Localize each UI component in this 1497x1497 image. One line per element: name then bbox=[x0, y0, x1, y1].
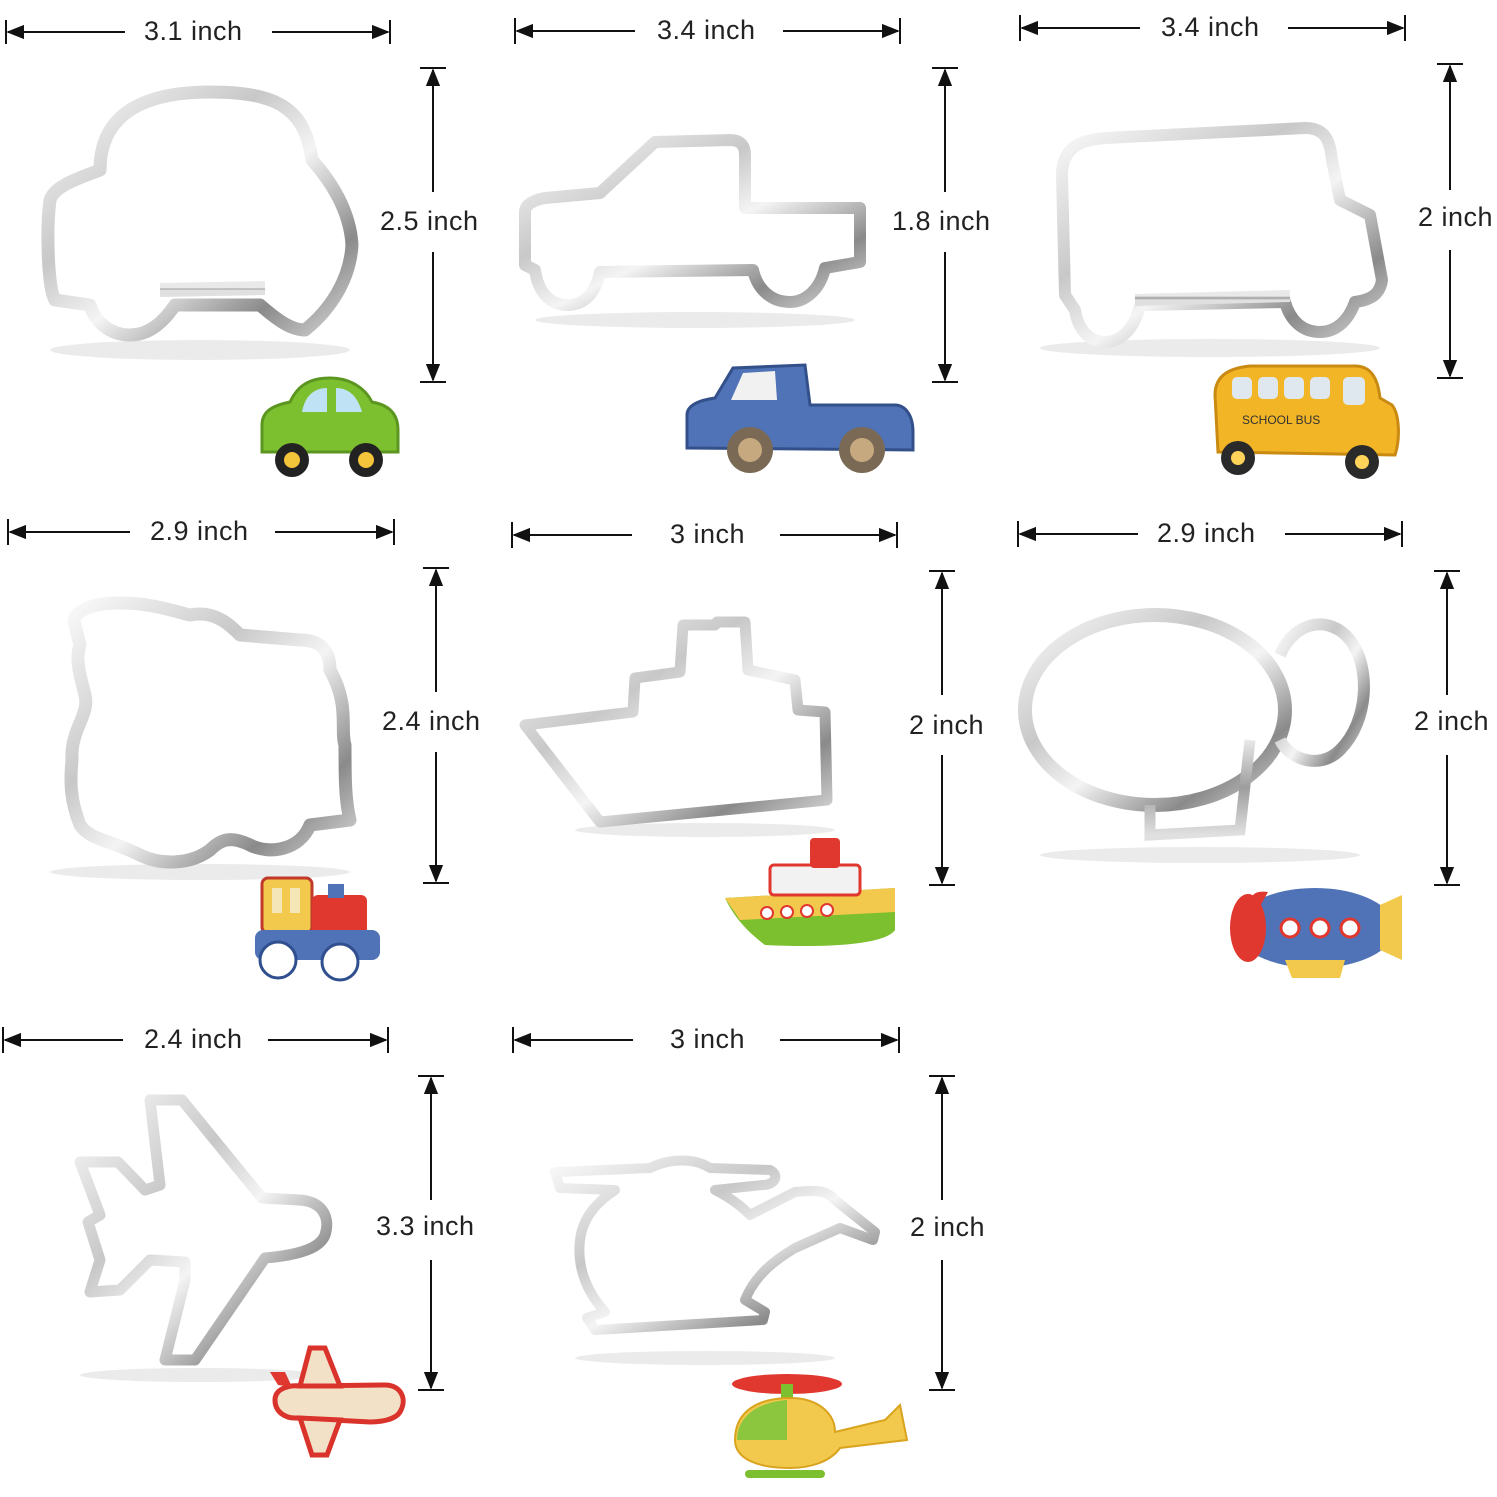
cutter-item-airplane: 2.4 inch 3.3 inch bbox=[0, 1000, 500, 1497]
height-label: 2.5 inch bbox=[380, 206, 479, 236]
height-dimension-line bbox=[423, 567, 449, 884]
height-label: 1.8 inch bbox=[892, 206, 991, 236]
height-dimension-line bbox=[929, 1075, 955, 1391]
height-dimension-line bbox=[929, 570, 955, 886]
ship-cookie-cutter bbox=[519, 616, 835, 837]
height-label: 2 inch bbox=[909, 710, 985, 740]
height-dimension-line bbox=[1434, 570, 1460, 886]
width-label: 3.4 inch bbox=[657, 15, 756, 45]
train-cookie-icon bbox=[255, 876, 380, 982]
bus-cookie-cutter bbox=[1040, 122, 1388, 357]
pickup-truck-cookie-cutter bbox=[519, 134, 866, 328]
school-bus-text: SCHOOL BUS bbox=[1242, 413, 1320, 427]
cutter-item-train: 2.9 inch 2.4 inch bbox=[0, 500, 500, 1000]
cutter-item-pickup-truck: 3.4 inch 1.8 inch bbox=[505, 0, 1005, 500]
cutter-item-blimp: 2.9 inch 2 inch bbox=[1010, 500, 1497, 1000]
helicopter-cookie-icon bbox=[732, 1374, 909, 1478]
blimp-cookie-icon bbox=[1230, 888, 1402, 978]
width-label: 3 inch bbox=[670, 519, 746, 549]
height-label: 2 inch bbox=[1418, 202, 1494, 232]
width-label: 2.9 inch bbox=[1157, 518, 1256, 548]
width-dimension-line bbox=[512, 1027, 900, 1053]
height-label: 2 inch bbox=[1414, 706, 1490, 736]
airplane-cookie-icon bbox=[270, 1345, 406, 1458]
width-label: 3 inch bbox=[670, 1024, 746, 1054]
width-label: 3.4 inch bbox=[1161, 12, 1260, 42]
width-dimension-line bbox=[1019, 15, 1406, 41]
cutter-item-bus: 3.4 inch 2 inch SCHOOL BUS bbox=[1010, 0, 1497, 500]
width-label: 2.4 inch bbox=[144, 1024, 243, 1054]
width-dimension-line bbox=[2, 1027, 389, 1053]
cutter-item-car: 3.1 inch 2.5 inch bbox=[0, 0, 500, 500]
yellow-school-bus-cookie-icon: SCHOOL BUS bbox=[1213, 364, 1400, 479]
width-dimension-line bbox=[5, 20, 391, 44]
cutter-item-ship: 3 inch 2 inch bbox=[505, 500, 1005, 1000]
height-dimension-line bbox=[932, 67, 958, 383]
height-label: 2 inch bbox=[910, 1212, 986, 1242]
green-car-cookie-icon bbox=[260, 376, 400, 477]
blimp-cookie-cutter bbox=[1018, 608, 1370, 863]
height-dimension-line bbox=[418, 1075, 444, 1391]
ship-cookie-icon bbox=[725, 838, 895, 947]
width-dimension-line bbox=[514, 18, 901, 44]
blue-pickup-truck-cookie-icon bbox=[685, 363, 915, 473]
car-cookie-cutter bbox=[41, 85, 359, 360]
height-dimension-line bbox=[420, 67, 446, 383]
train-cookie-cutter bbox=[50, 596, 357, 880]
height-label: 3.3 inch bbox=[376, 1211, 475, 1241]
cutter-item-helicopter: 3 inch 2 inch bbox=[505, 1000, 1005, 1497]
helicopter-cookie-cutter bbox=[550, 1155, 880, 1365]
width-label: 3.1 inch bbox=[144, 16, 243, 46]
width-dimension-line bbox=[1017, 521, 1403, 547]
width-dimension-line bbox=[7, 519, 395, 545]
airplane-cookie-cutter bbox=[74, 1094, 333, 1382]
width-label: 2.9 inch bbox=[150, 516, 249, 546]
width-dimension-line bbox=[511, 522, 898, 548]
height-dimension-line bbox=[1437, 63, 1463, 379]
height-label: 2.4 inch bbox=[382, 706, 481, 736]
